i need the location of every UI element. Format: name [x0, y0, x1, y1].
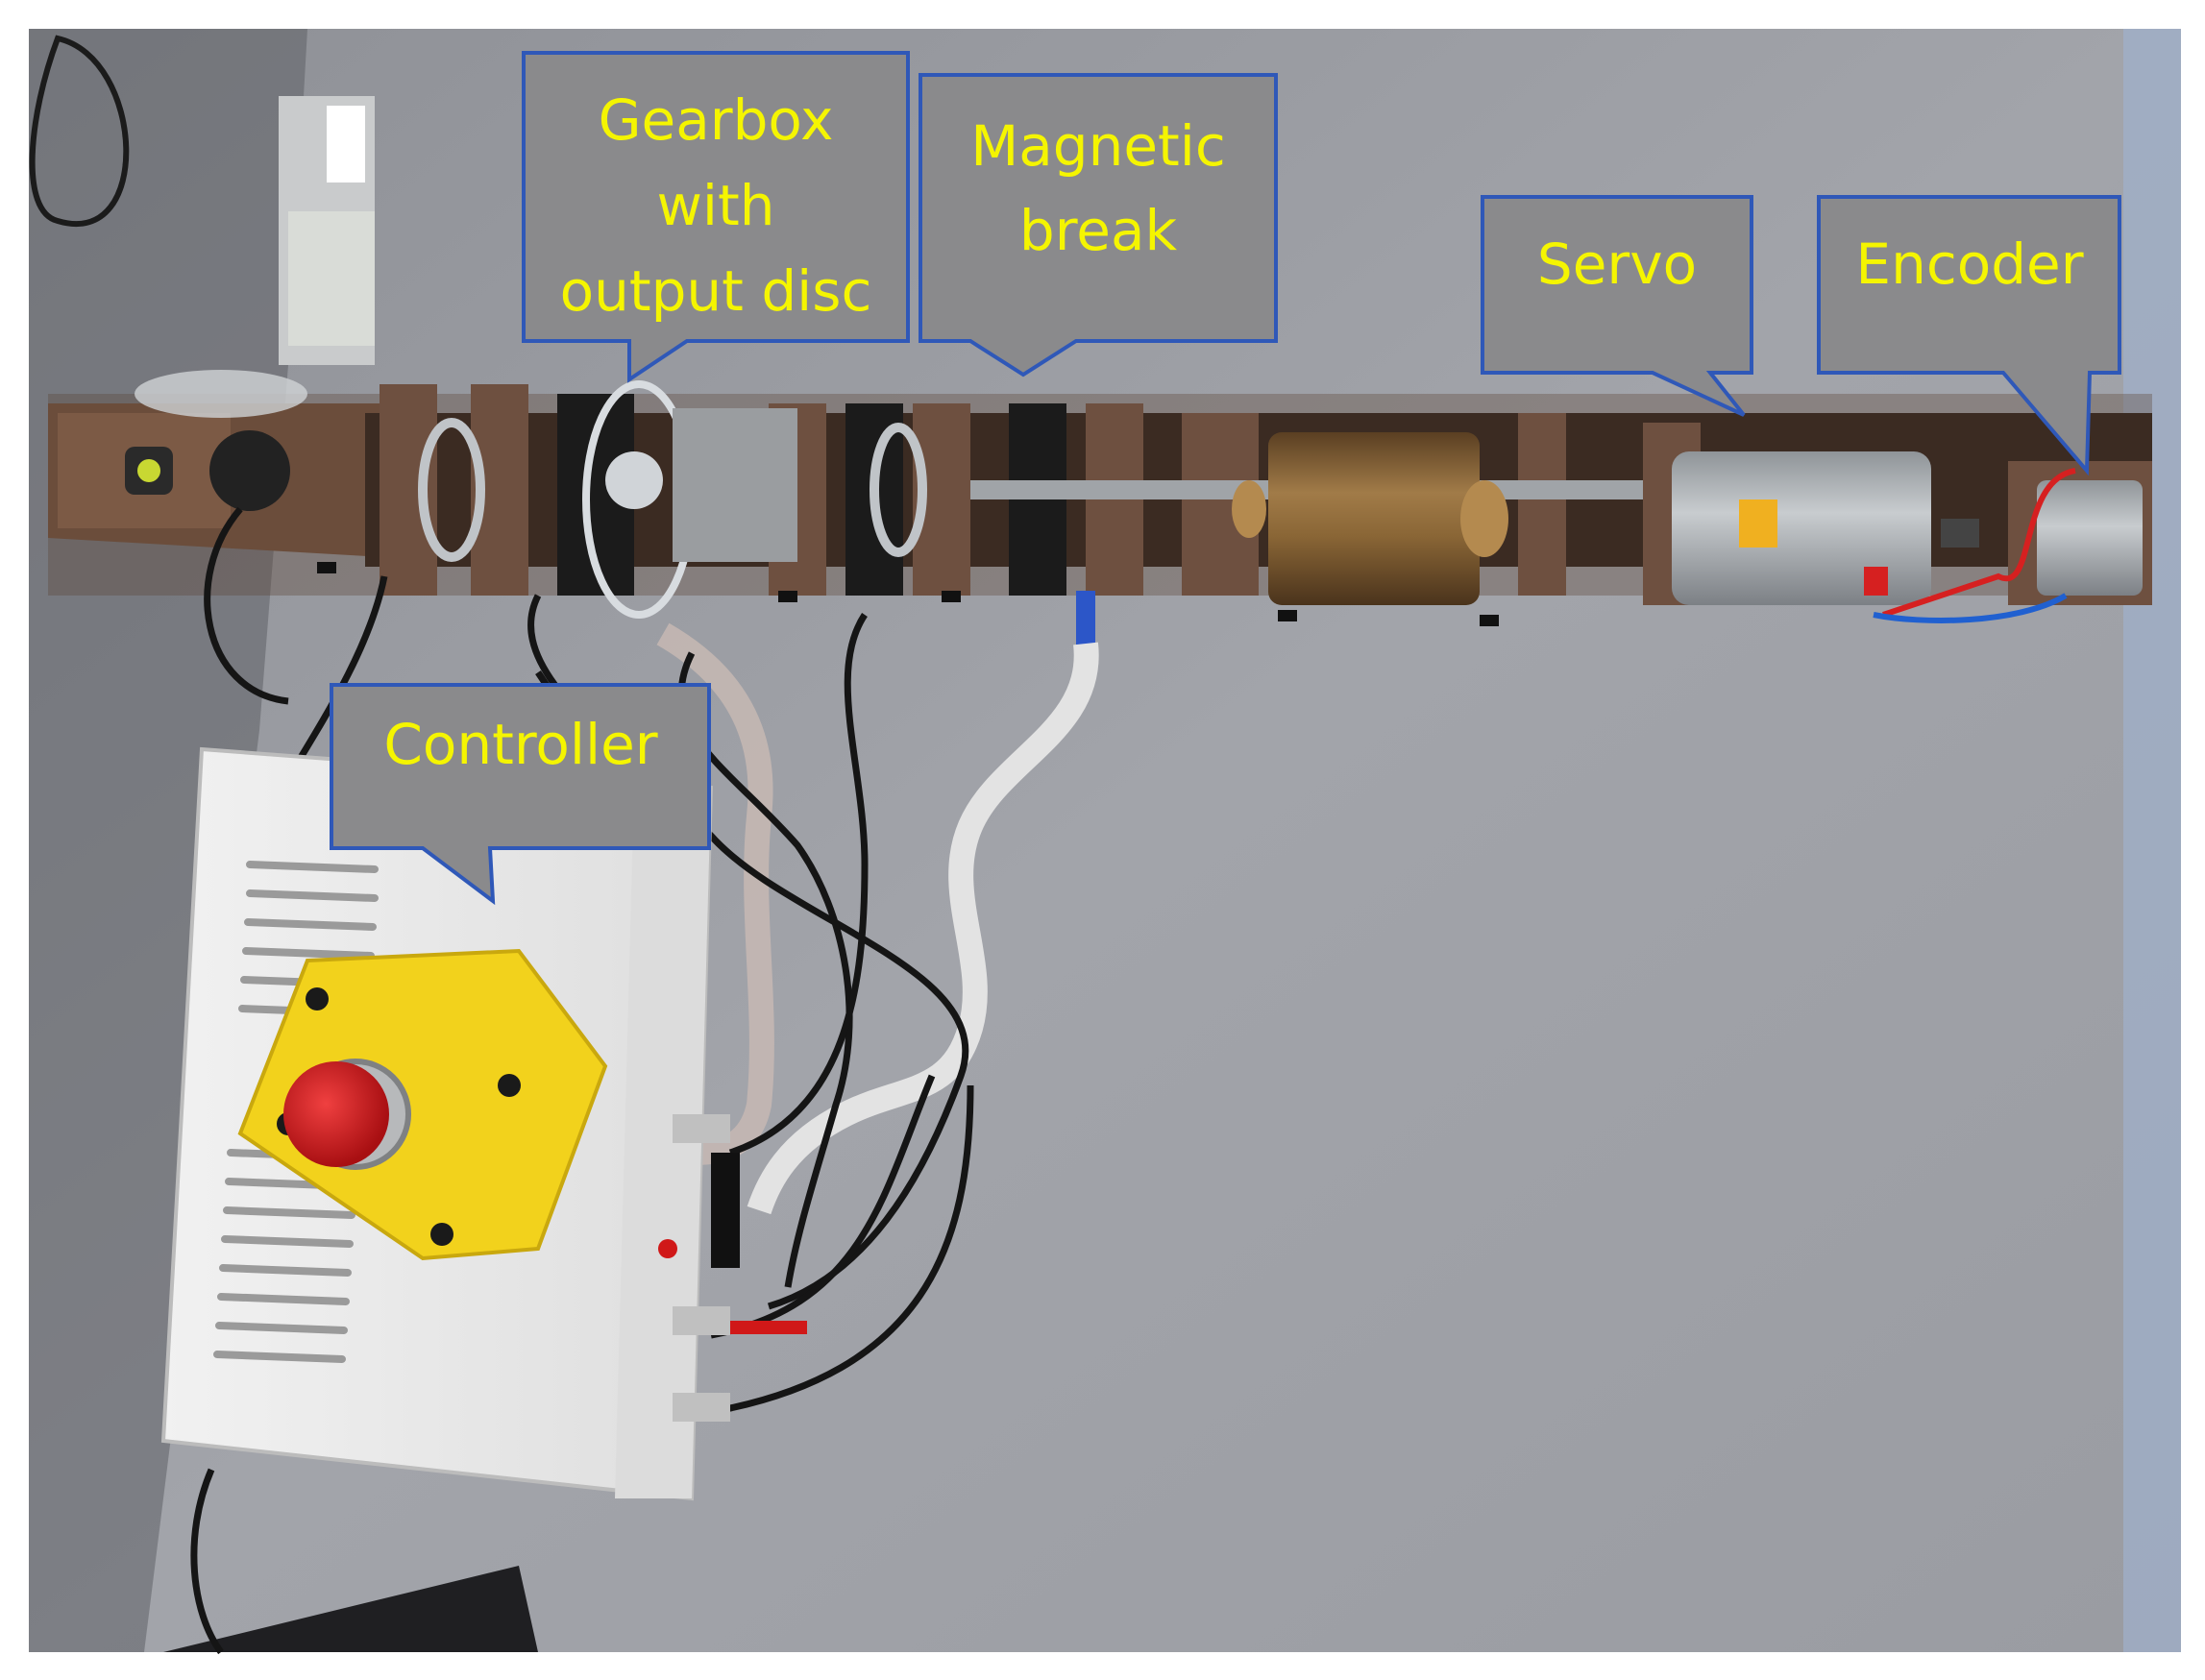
callout-magnetic: Magnetic break — [919, 73, 1278, 377]
callout-gearbox: Gearbox with output disc — [522, 51, 910, 383]
callout-gearbox-line2: with — [656, 173, 774, 238]
magnetic-brake-body — [1268, 432, 1480, 605]
encoder-body — [2037, 480, 2143, 596]
callout-gearbox-line1: Gearbox — [599, 87, 834, 153]
controller-box — [160, 746, 807, 1501]
label-card — [288, 211, 375, 346]
ribbon-cable-2 — [656, 622, 774, 1165]
callout-servo: Servo — [1481, 195, 1753, 417]
estop-housing — [237, 948, 608, 1261]
callout-servo-label: Servo — [1537, 231, 1697, 297]
callout-controller: Controller — [330, 683, 711, 906]
callout-encoder-label: Encoder — [1855, 231, 2083, 297]
wall-edge — [2123, 29, 2181, 1652]
servo-motor-body — [1672, 451, 1931, 605]
cable-background — [29, 35, 130, 227]
ribbon-cable — [747, 642, 1099, 1215]
callout-encoder: Encoder — [1817, 195, 2121, 476]
monitor-stand — [163, 1566, 538, 1652]
emergency-stop-button — [283, 1061, 389, 1167]
callout-controller-label: Controller — [383, 712, 657, 777]
callout-magnetic-line1: Magnetic — [970, 113, 1226, 179]
callout-magnetic-line2: break — [1019, 198, 1178, 263]
signal-cables — [190, 506, 974, 1655]
rail-assembly — [48, 370, 2152, 648]
barcode-label — [327, 106, 365, 183]
callout-gearbox-line3: output disc — [560, 258, 872, 324]
